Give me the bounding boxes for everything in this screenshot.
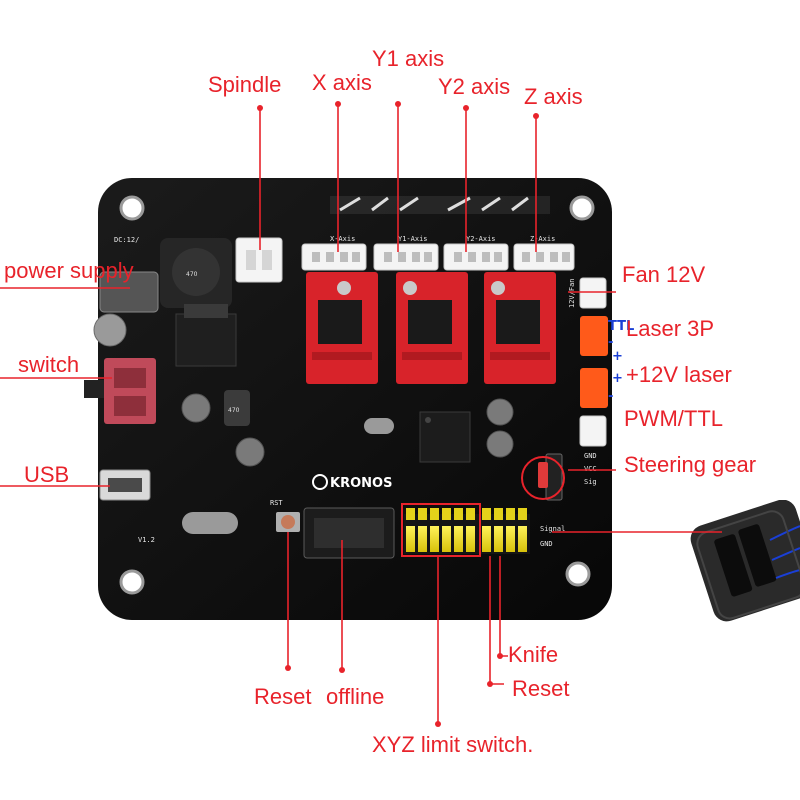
label-pwm-ttl: PWM/TTL <box>624 406 723 431</box>
silk-y1-axis: Y1-Axis <box>398 235 428 243</box>
spindle-connector <box>235 237 283 283</box>
label-knife: Knife <box>508 642 558 667</box>
label-y1-axis: Y1 axis <box>372 46 444 71</box>
label-reset-right: Reset <box>512 676 569 701</box>
label-power-supply: power supply <box>4 258 134 283</box>
polarity-minus-2: - <box>608 389 613 404</box>
mount-hole-tl <box>119 195 145 221</box>
servo-highlight-ring <box>521 456 565 500</box>
laser-12v-connector <box>580 368 608 408</box>
silk-fan: 12V/Fan <box>568 278 576 308</box>
polarity-plus-2: + <box>612 371 623 386</box>
silk-servo-gnd: GND <box>584 452 597 460</box>
laser-3p-connector <box>580 316 608 356</box>
silk-rst: RST <box>270 499 283 507</box>
label-y2-axis: Y2 axis <box>438 74 510 99</box>
polarity-plus-1: + <box>612 349 623 364</box>
silk-servo-sig: Sig <box>584 478 597 486</box>
silk-servo-vcc: VCC <box>584 465 597 473</box>
inductor-value: 470 <box>186 271 198 278</box>
stepper-driver-x <box>306 272 378 384</box>
silk-logo-strokes <box>339 196 529 212</box>
silk-gnd: GND <box>540 540 553 548</box>
label-offline: offline <box>326 684 384 709</box>
brand-logo-icon <box>312 474 328 490</box>
capacitor-4 <box>486 398 514 426</box>
label-spindle: Spindle <box>208 72 281 97</box>
power-jack <box>99 271 159 313</box>
cap-value: 470 <box>228 407 240 414</box>
crystal <box>364 418 394 434</box>
pwm-ttl-connector <box>579 415 607 447</box>
mount-hole-br <box>565 561 591 587</box>
label-x-axis: X axis <box>312 70 372 95</box>
silk-signal: Signal <box>540 525 565 533</box>
mount-hole-tr <box>569 195 595 221</box>
label-xyz-limit-switch: XYZ limit switch. <box>372 732 533 757</box>
label-fan-12v: Fan 12V <box>622 262 705 287</box>
limit-switch-highlight <box>401 503 481 557</box>
silk-dc: DC:12/ <box>114 236 139 244</box>
capacitor-1 <box>93 313 127 347</box>
voltage-regulator <box>175 313 237 367</box>
label-reset-left: Reset <box>254 684 311 709</box>
capacitor-470 <box>224 390 250 426</box>
silk-x-axis: X-Axis <box>330 235 355 243</box>
label-switch: switch <box>18 352 79 377</box>
board-version: V1.2 <box>138 536 155 544</box>
polarity-minus-1: - <box>608 335 613 350</box>
stepper-driver-y1 <box>396 272 468 384</box>
label-12v-laser: +12V laser <box>626 362 732 387</box>
label-usb: USB <box>24 462 69 487</box>
right-label-panel <box>612 268 800 500</box>
servo-detail-inset <box>690 499 800 622</box>
capacitor-5 <box>486 430 514 458</box>
stepper-driver-y2 <box>484 272 556 384</box>
ttl-mark: TTL <box>608 319 634 334</box>
label-z-axis: Z axis <box>524 84 583 109</box>
label-laser-3p: Laser 3P <box>626 316 714 341</box>
board-brand: KRONOS <box>330 476 392 491</box>
label-steering-gear: Steering gear <box>624 452 756 477</box>
pcb-board: X-Axis Y1-Axis Y2-Axis Z-Axis <box>84 178 612 620</box>
mount-hole-bl <box>119 569 145 595</box>
silk-z-axis: Z-Axis <box>530 235 555 243</box>
capacitor-3 <box>235 437 265 467</box>
capacitor-2 <box>181 393 211 423</box>
crystal-2 <box>182 512 238 534</box>
silk-y2-axis: Y2-Axis <box>466 235 496 243</box>
servo-jumper <box>538 462 548 488</box>
callout-leaders <box>0 101 722 727</box>
fan-connector <box>579 277 607 309</box>
limit-switch-header <box>404 508 530 554</box>
